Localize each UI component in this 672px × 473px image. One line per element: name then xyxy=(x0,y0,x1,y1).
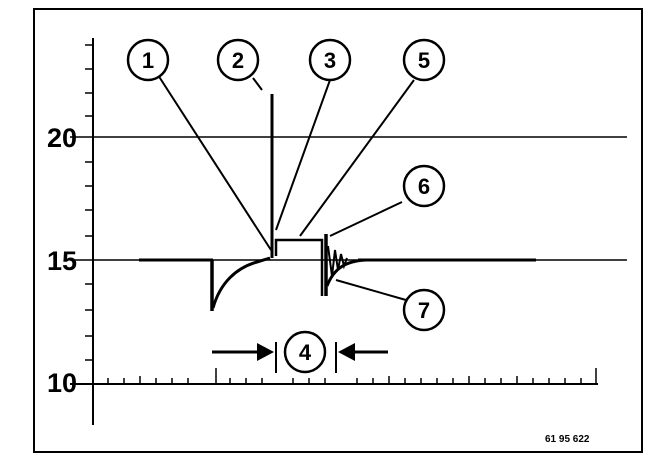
callout-4: 4 xyxy=(283,330,327,374)
callout-5: 5 xyxy=(402,38,446,82)
callout-3-label: 3 xyxy=(324,48,336,73)
interval-arrowhead-right xyxy=(338,343,355,361)
callout-3: 3 xyxy=(308,38,352,82)
callout-2-label: 2 xyxy=(232,48,244,73)
callout-4-label: 4 xyxy=(299,340,312,365)
callout-1: 1 xyxy=(126,38,170,82)
figure-code: 61 95 622 xyxy=(545,434,590,445)
callout-5-label: 5 xyxy=(418,48,430,73)
y-tick-label-10: 10 xyxy=(47,368,77,398)
callout-2: 2 xyxy=(216,38,260,82)
diagram-frame xyxy=(33,8,643,453)
callout-7: 7 xyxy=(402,288,446,332)
callout-1-label: 1 xyxy=(142,48,154,73)
waveform-trace xyxy=(139,94,536,311)
y-axis-minor-ticks xyxy=(85,44,93,361)
trace-plateau xyxy=(274,238,324,296)
y-tick-label-15: 15 xyxy=(47,246,77,276)
interval-arrowhead-left xyxy=(257,343,274,361)
x-axis-ticks xyxy=(107,368,597,384)
callout-7-label: 7 xyxy=(418,298,430,323)
callout-leaders xyxy=(157,74,415,301)
callout-6-label: 6 xyxy=(418,174,430,199)
callout-6: 6 xyxy=(402,164,446,208)
y-tick-label-20: 20 xyxy=(47,123,77,153)
trace-recovery-curve xyxy=(211,256,271,309)
